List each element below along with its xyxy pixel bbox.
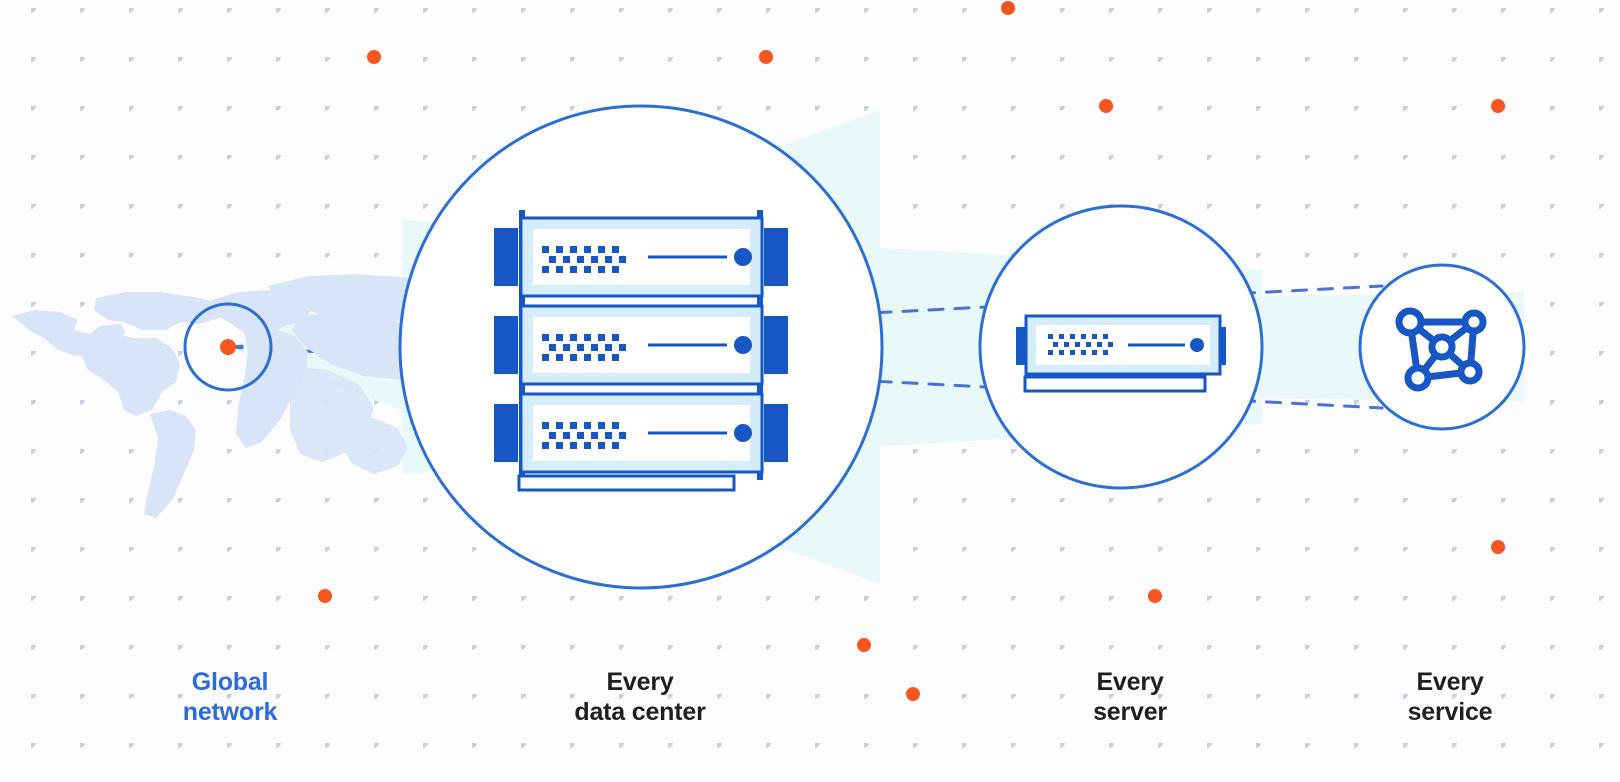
server-unit — [494, 304, 788, 386]
map-highlight-circle — [183, 302, 273, 392]
data-center-stage — [398, 104, 884, 590]
network-node — [1461, 309, 1487, 335]
accent-dot-group — [318, 1, 1505, 701]
service-stage — [1358, 263, 1526, 431]
accent-dot — [1491, 540, 1505, 554]
server-unit-tab-left — [494, 316, 518, 374]
server-unit — [1016, 314, 1226, 376]
server-unit-status-led-icon — [734, 424, 752, 442]
world-map-icon-east — [290, 366, 408, 474]
server-unit-tab-right — [764, 228, 788, 286]
network-node — [1395, 307, 1425, 337]
rack-base-shelf — [517, 474, 736, 492]
server-unit-tab-right — [764, 316, 788, 374]
stage-label-every-server: Every server — [1093, 668, 1167, 726]
stage-label-every-service: Every service — [1407, 668, 1493, 726]
accent-dot — [857, 638, 871, 652]
network-nodes-icon — [1395, 307, 1487, 392]
network-node — [1404, 364, 1432, 392]
server-unit-status-led-icon — [1190, 338, 1204, 352]
map-location-marker-icon — [220, 339, 236, 355]
server-unit-tab-right — [764, 404, 788, 462]
accent-dot — [1148, 589, 1162, 603]
server-base-shelf — [1023, 375, 1207, 393]
server-port-grid-icon — [542, 334, 626, 361]
server-unit-status-led-icon — [734, 336, 752, 354]
server-port-grid-icon — [1048, 334, 1113, 355]
server-unit-tab-left — [494, 228, 518, 286]
network-node — [1457, 359, 1483, 385]
accent-dot — [318, 589, 332, 603]
network-node — [1428, 333, 1456, 361]
accent-dot — [759, 50, 773, 64]
server-unit — [494, 392, 788, 474]
server-port-grid-icon — [542, 246, 626, 273]
accent-dot — [367, 50, 381, 64]
server-unit — [494, 216, 788, 298]
accent-dot — [1099, 99, 1113, 113]
accent-dot — [1491, 99, 1505, 113]
stage-label-global-network: Global network — [182, 668, 278, 726]
accent-dot — [906, 687, 920, 701]
accent-dot — [1001, 1, 1015, 15]
server-unit-tab-left — [494, 404, 518, 462]
stage-label-every-data-center: Every data center — [574, 668, 706, 726]
server-stage — [978, 204, 1264, 490]
server-unit-status-led-icon — [734, 248, 752, 266]
server-port-grid-icon — [542, 422, 626, 449]
